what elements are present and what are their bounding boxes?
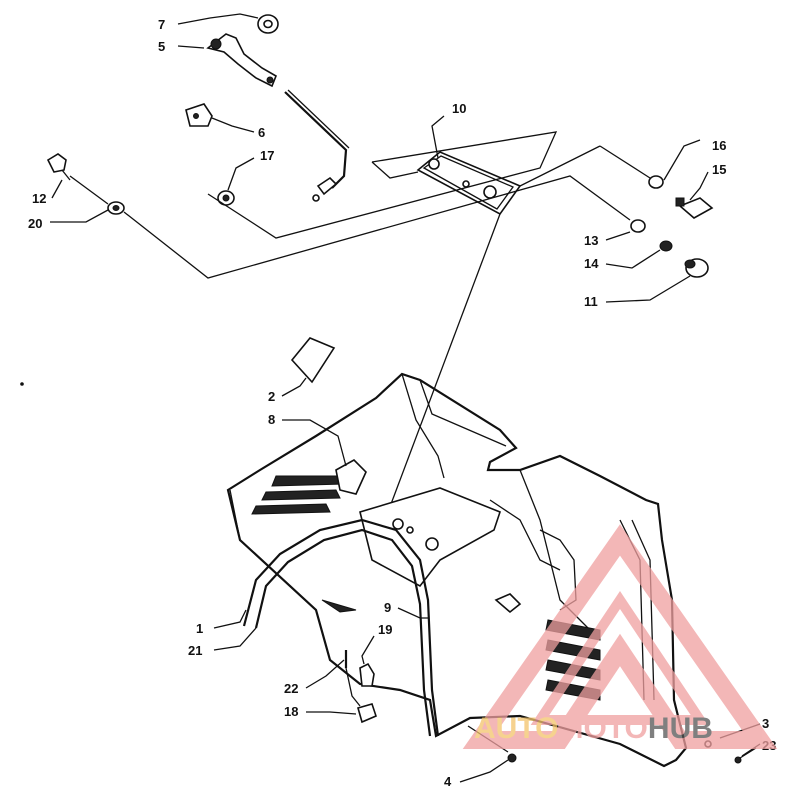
part-20-nut (107, 201, 125, 215)
dash-pod (359, 487, 501, 588)
label-8: 8 (268, 412, 275, 427)
label-11: 11 (584, 294, 598, 309)
label-7: 7 (158, 17, 165, 32)
stray-dot (20, 382, 24, 386)
label-13: 13 (584, 233, 598, 248)
watermark-part3: HUB (648, 712, 713, 745)
part-2-decal (290, 337, 336, 384)
part-labels: 7 5 6 17 12 20 10 16 15 13 14 11 2 8 1 2… (28, 17, 776, 789)
label-5: 5 (158, 39, 165, 54)
label-3: 3 (762, 716, 769, 731)
label-22: 22 (284, 681, 298, 696)
label-12: 12 (32, 191, 46, 206)
svg-text:AUTOMOTOHUB: AUTOMOTOHUB (474, 712, 713, 745)
label-15: 15 (712, 162, 726, 177)
watermark-part1: AUTO (474, 712, 558, 745)
part-1-trim (242, 518, 440, 737)
label-17: 17 (260, 148, 274, 163)
label-20: 20 (28, 216, 42, 231)
part-19-clip (359, 662, 375, 687)
part-15-switch (675, 197, 714, 219)
grill-left (251, 475, 345, 515)
part-6-bracket (185, 103, 213, 127)
cable (284, 91, 348, 189)
part-18-bracket (357, 703, 377, 724)
label-6: 6 (258, 125, 265, 140)
watermark-logo: AUTOMOTOHUB (462, 524, 778, 749)
label-2: 2 (268, 389, 275, 404)
part-11-switch (684, 258, 709, 278)
label-14: 14 (584, 256, 599, 271)
watermark-part2: MOTO (558, 712, 647, 745)
label-10: 10 (452, 101, 466, 116)
label-9: 9 (384, 600, 391, 615)
part-5-lever (206, 33, 278, 88)
part-8-recess (335, 459, 367, 495)
part-10-dash-plate (416, 151, 522, 216)
label-1: 1 (196, 621, 203, 636)
label-18: 18 (284, 704, 298, 719)
hood-body (226, 372, 688, 768)
label-4: 4 (444, 774, 452, 789)
part-21-trim (254, 528, 432, 737)
leader-lines (50, 13, 761, 783)
label-16: 16 (712, 138, 726, 153)
part-13-washer (630, 219, 646, 233)
part-14-nut (659, 240, 673, 252)
label-19: 19 (378, 622, 392, 637)
part-16-washer (648, 175, 664, 189)
part-17-grommet (217, 190, 235, 206)
part-12-knob (46, 153, 71, 181)
label-21: 21 (188, 643, 202, 658)
